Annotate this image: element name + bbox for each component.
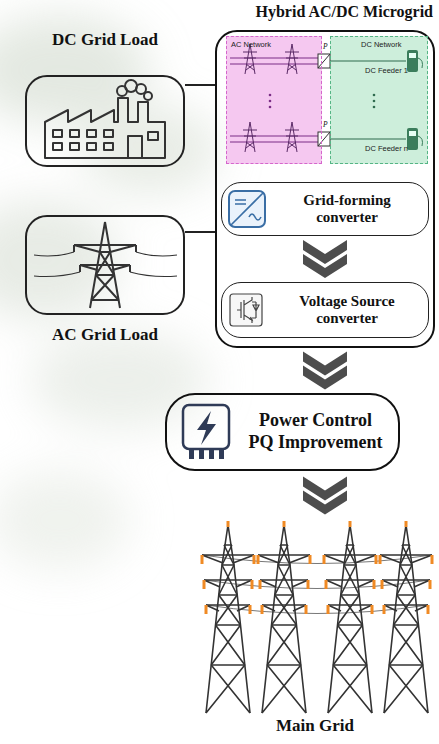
chevron-arrow <box>303 477 347 515</box>
load-title-holder: AC Grid Load <box>27 325 183 345</box>
region-label-holder: AC Network <box>231 40 271 49</box>
network-illustration <box>226 36 428 164</box>
grid-title-holder: Main Grid <box>195 716 435 736</box>
frame-title-holder: Hybrid AC/DC Microgrid <box>217 3 433 21</box>
converter-label-holder: Voltage Source converter <box>272 283 422 337</box>
ac-network-region: AC Network <box>226 36 322 164</box>
control-box: Power Control PQ Improvement <box>165 393 400 471</box>
converter-label: Grid-forming converter <box>272 192 422 227</box>
feeder-label-holder: DC Feeder 1 <box>365 66 408 75</box>
tower-icon <box>34 222 177 308</box>
chevron-arrow <box>303 240 347 278</box>
region-label: AC Network <box>231 40 271 49</box>
converter-box: Grid-forming converter <box>221 182 429 236</box>
feeder-label: DC Feeder 1 <box>365 66 408 75</box>
converter-box: Voltage Source converter <box>221 282 429 338</box>
control-label-holder: Power Control PQ Improvement <box>245 395 386 469</box>
inverter-icon <box>229 191 265 227</box>
power-device-icon <box>183 405 229 459</box>
dc-network-region: DC Network DC Feeder 1 DC Feeder n <box>330 36 428 164</box>
connector-line <box>185 232 215 233</box>
converter-label: Voltage Source converter <box>272 293 422 328</box>
control-label: Power Control PQ Improvement <box>245 410 386 453</box>
region-label: DC Network <box>361 40 401 49</box>
igbt-icon <box>230 294 262 326</box>
connector-line <box>185 85 215 86</box>
load-title: DC Grid Load <box>27 30 183 50</box>
connector-line <box>185 84 215 86</box>
connector-line <box>185 231 215 233</box>
load-box: DC Grid Load <box>25 75 185 167</box>
frame-title: Hybrid AC/DC Microgrid <box>217 3 433 21</box>
region-label-holder: DC Network <box>361 40 401 49</box>
main-grid: Main Grid <box>195 520 435 742</box>
power-flow-label: P <box>323 42 328 51</box>
chevron-arrow <box>303 352 347 390</box>
microgrid-frame: Hybrid AC/DC MicrogridAC NetworkDC Netwo… <box>215 30 435 348</box>
factory-icon <box>45 80 165 158</box>
cloud-background <box>0 15 220 570</box>
load-title: AC Grid Load <box>27 325 183 345</box>
feeder-label: DC Feeder n <box>365 144 408 153</box>
chevron <box>303 366 347 390</box>
power-flow-label: P <box>323 120 328 129</box>
feeder-label-holder: DC Feeder n <box>365 144 408 153</box>
grid-title: Main Grid <box>195 716 435 736</box>
converter-label-holder: Grid-forming converter <box>272 183 422 235</box>
load-title-holder: DC Grid Load <box>27 30 183 50</box>
chevron <box>303 254 347 278</box>
chevron <box>303 491 347 515</box>
load-box: AC Grid Load <box>25 215 185 315</box>
main-grid-towers <box>201 521 434 713</box>
